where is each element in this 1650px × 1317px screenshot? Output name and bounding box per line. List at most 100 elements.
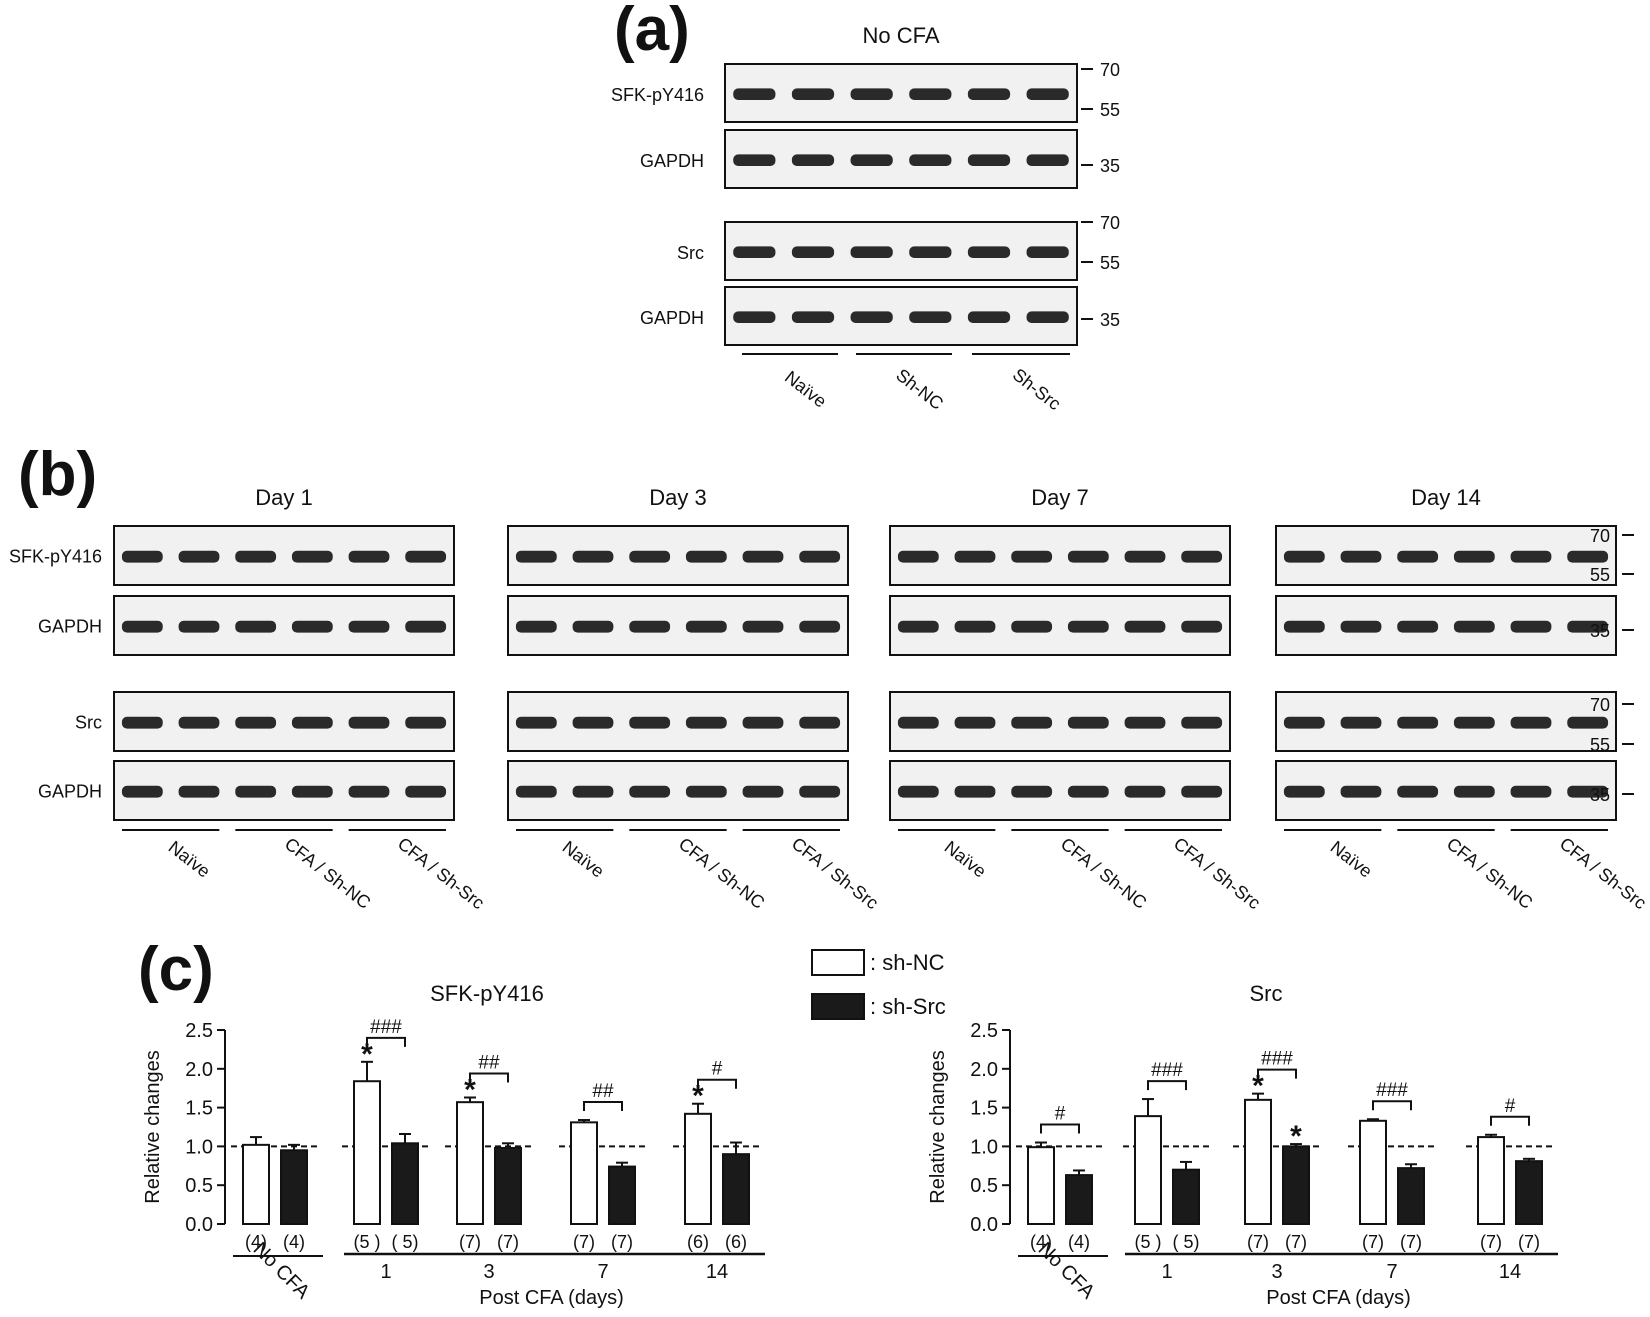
panel-a-marker: 55	[1100, 253, 1120, 273]
comparison-bracket	[583, 1101, 623, 1112]
panel-b-blot-band	[405, 785, 447, 798]
n-label: (6)	[725, 1232, 747, 1252]
n-label: (7)	[573, 1232, 595, 1252]
comparison-bracket	[697, 1078, 737, 1089]
hash-label: ##	[592, 1081, 614, 1102]
panel-b-blot-band	[405, 716, 447, 729]
panel-b-blot-band	[799, 785, 841, 798]
panel-b-blot-box	[113, 691, 455, 752]
panel-b-blot-band	[742, 785, 784, 798]
panel-a-blot-band	[909, 88, 952, 100]
n-label: (7)	[1247, 1232, 1269, 1252]
panel-b-blot-band	[742, 550, 784, 563]
n-label: (7)	[1480, 1232, 1502, 1252]
comparison-bracket	[1257, 1068, 1297, 1079]
panel-b-blot-band	[897, 785, 939, 798]
panel-b-blot-box	[507, 595, 849, 656]
panel-label-c: (c)	[138, 935, 214, 1004]
panel-b-blot-band	[1067, 785, 1109, 798]
panel-b-blot-band	[515, 550, 557, 563]
bar	[494, 1146, 522, 1226]
panel-b-blot-band	[235, 550, 277, 563]
y-axis-label: Relative changes	[142, 1050, 164, 1203]
panel-b-blot-band	[515, 785, 557, 798]
y-axis-label: Relative changes	[927, 1050, 949, 1203]
panel-b-group-label: Naïve	[1327, 837, 1376, 882]
panel-b-blot-box	[889, 691, 1231, 752]
panel-b-blot-band	[1453, 716, 1495, 729]
panel-a-group-label: Sh-NC	[892, 365, 947, 414]
panel-b-blot-box	[889, 760, 1231, 821]
n-label: (6)	[687, 1232, 709, 1252]
n-label: ( 5)	[1173, 1232, 1200, 1252]
panel-b-blot-band	[1397, 620, 1439, 633]
panel-b-marker: 70	[1590, 526, 1610, 546]
panel-b-blot-band	[1283, 785, 1325, 798]
panel-b-day-title: Day 14	[1411, 485, 1481, 510]
legend-swatch-sh-nc	[811, 949, 865, 976]
panel-b-blot-band	[954, 716, 996, 729]
panel-b-blot-band	[1567, 620, 1609, 633]
panel-a-blot-box	[724, 129, 1078, 189]
n-label: (4)	[245, 1232, 267, 1252]
bar	[684, 1112, 712, 1225]
bar	[1477, 1136, 1505, 1226]
panel-b-blot-band	[1181, 716, 1223, 729]
panel-b-blot-box	[113, 760, 455, 821]
panel-b-blot-box	[113, 595, 455, 656]
panel-b-blot-band	[178, 620, 220, 633]
n-label: (7)	[497, 1232, 519, 1252]
panel-b-blot-band	[572, 716, 614, 729]
panel-b-day-title: Day 3	[649, 485, 706, 510]
panel-b-blot-band	[1011, 716, 1053, 729]
panel-a-blot-band	[967, 246, 1011, 258]
panel-b-blot-box	[1275, 691, 1617, 752]
panel-label-a: (a)	[614, 0, 690, 64]
x-category-label: 7	[597, 1261, 608, 1283]
panel-b-blot-band	[572, 785, 614, 798]
panel-label-b: (b)	[18, 440, 97, 509]
panel-b-blot-box	[889, 595, 1231, 656]
bar	[608, 1165, 636, 1226]
y-tick-label: 0.0	[970, 1214, 998, 1236]
bar	[391, 1142, 419, 1226]
panel-a-blot-band	[967, 311, 1011, 323]
x-category-label: 3	[483, 1261, 494, 1283]
panel-b-blot-band	[1283, 620, 1325, 633]
panel-a: No CFA SFK-pY416GAPDHSrcGAPDH70553570553…	[611, 23, 1120, 414]
panel-a-marker: 35	[1100, 310, 1120, 330]
panel-b-blot-band	[1124, 785, 1166, 798]
x-category-label: 1	[1161, 1261, 1172, 1283]
panel-b-blot-band	[121, 620, 163, 633]
panel-b-marker: 35	[1590, 621, 1610, 641]
panel-b-blot-band	[178, 716, 220, 729]
panel-a-blot-box	[724, 221, 1078, 281]
bar	[1282, 1145, 1310, 1226]
panel-a-group-label: Sh-Src	[1009, 364, 1065, 414]
x-category-label: 7	[1386, 1261, 1397, 1283]
panel-b-blot-band	[1340, 716, 1382, 729]
panel-a-blot-band	[1026, 311, 1069, 323]
comparison-bracket	[469, 1072, 509, 1083]
panel-b-blot-band	[572, 620, 614, 633]
panel-b-blot-band	[1011, 620, 1053, 633]
n-label: (7)	[1362, 1232, 1384, 1252]
panel-b-blot-band	[1567, 716, 1609, 729]
panel-a-title: No CFA	[862, 23, 939, 48]
hash-label: ###	[1376, 1080, 1408, 1101]
panel-a-blot-band	[850, 246, 893, 258]
panel-a-marker: 55	[1100, 100, 1120, 120]
n-label: (5 )	[354, 1232, 381, 1252]
panel-b-blot-band	[1124, 716, 1166, 729]
y-tick-label: 0.5	[970, 1175, 998, 1197]
panel-b-blot-band	[629, 716, 671, 729]
panel-b-row-label: GAPDH	[38, 617, 102, 637]
panel-b-group-label: CFA / Sh-Src	[394, 833, 488, 913]
legend: : sh-NC : sh-Src	[811, 949, 946, 1020]
panel-b-blot-band	[1453, 620, 1495, 633]
bar	[242, 1143, 270, 1226]
bar	[1359, 1119, 1387, 1225]
panel-b-group-label: CFA / Sh-NC	[1057, 834, 1151, 913]
panel-a-blot-band	[850, 88, 893, 100]
